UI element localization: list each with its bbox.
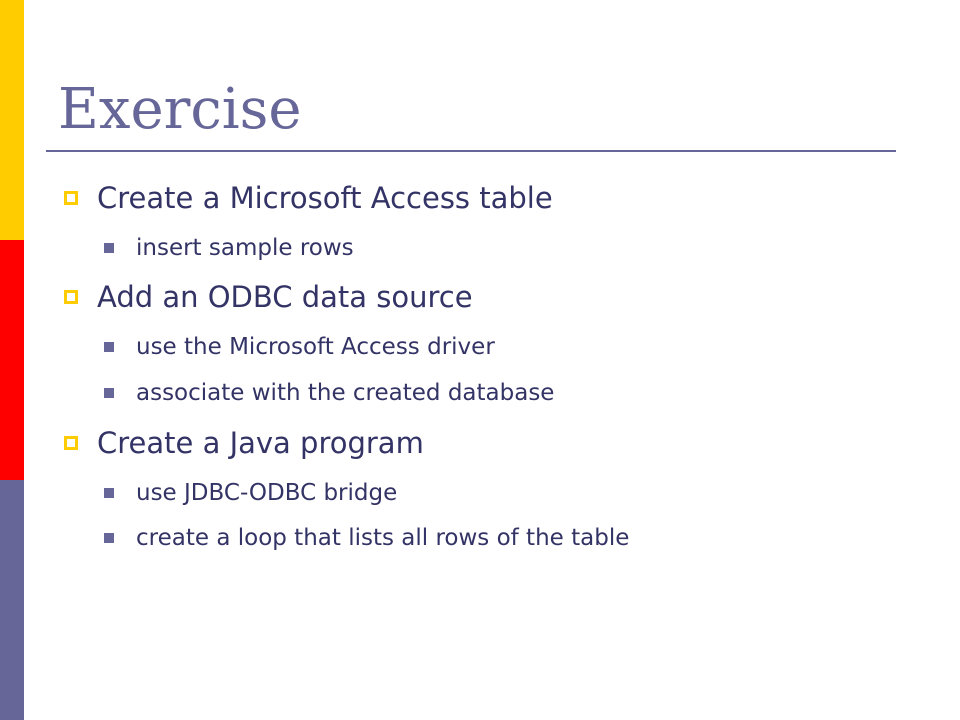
square-bullet-icon	[104, 388, 114, 398]
side-bar-red-segment	[0, 240, 24, 480]
hollow-square-bullet-icon	[64, 191, 78, 205]
sub-bullet-text: insert sample rows	[136, 235, 354, 261]
side-bar-yellow-segment	[0, 0, 24, 240]
sub-bullet-item: associate with the created database	[104, 377, 554, 409]
sub-bullet-text: associate with the created database	[136, 380, 555, 406]
sub-bullet-item: create a loop that lists all rows of the…	[104, 522, 629, 554]
bullet-text: Add an ODBC data source	[97, 280, 473, 314]
hollow-square-bullet-icon	[64, 436, 78, 450]
square-bullet-icon	[104, 533, 114, 543]
side-bar-purple-segment	[0, 480, 24, 720]
bullet-text: Create a Java program	[97, 426, 424, 460]
bullet-item: Add an ODBC data source	[64, 277, 473, 317]
sub-bullet-text: create a loop that lists all rows of the…	[136, 525, 630, 551]
sub-bullet-text: use JDBC-ODBC bridge	[136, 480, 398, 506]
square-bullet-icon	[104, 342, 114, 352]
sub-bullet-item: use JDBC-ODBC bridge	[104, 477, 397, 509]
title-underline	[46, 150, 896, 152]
sub-bullet-item: insert sample rows	[104, 232, 354, 264]
square-bullet-icon	[104, 243, 114, 253]
side-color-bar	[0, 0, 24, 720]
sub-bullet-text: use the Microsoft Access driver	[136, 334, 495, 360]
bullet-item: Create a Java program	[64, 423, 424, 463]
bullet-item: Create a Microsoft Access table	[64, 178, 553, 218]
slide-title: Exercise	[58, 77, 302, 142]
hollow-square-bullet-icon	[64, 290, 78, 304]
square-bullet-icon	[104, 488, 114, 498]
sub-bullet-item: use the Microsoft Access driver	[104, 331, 495, 363]
bullet-text: Create a Microsoft Access table	[97, 181, 553, 215]
